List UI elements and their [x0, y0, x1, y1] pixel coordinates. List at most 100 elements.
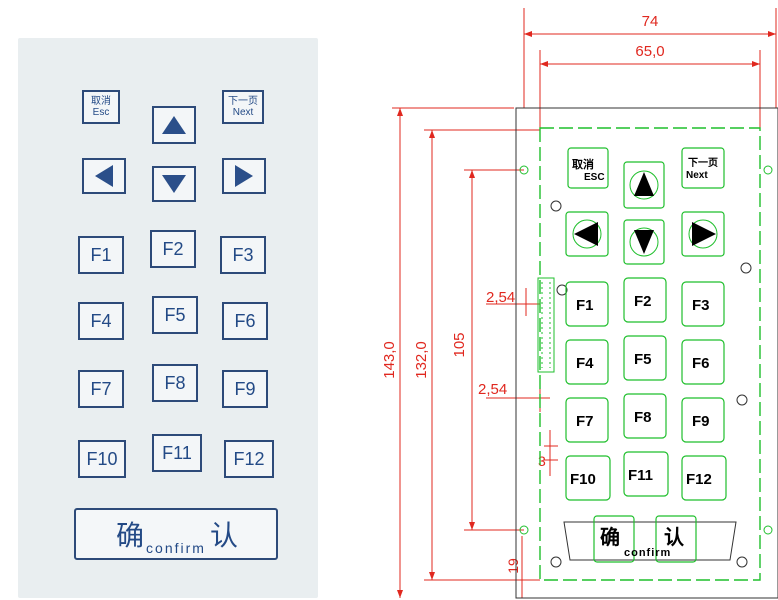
drawing-key-next: [681, 147, 725, 189]
drawing-key-f11: [623, 451, 669, 497]
drawing-key-f12: [681, 455, 727, 501]
drawing-key-down: [623, 219, 665, 265]
drawing-key-f3-label: F3: [692, 297, 710, 314]
key-f4-label: F4: [90, 310, 112, 331]
key-f10-label: F10: [86, 448, 118, 469]
drawing-arrow-right-icon: [692, 222, 716, 246]
dim-65-label: 65,0: [635, 43, 664, 60]
key-f6[interactable]: F6: [222, 302, 268, 340]
drawing-key-f4: [565, 339, 609, 385]
drawing-key-f12-label: F12: [686, 471, 712, 488]
hole-bottom-right: [763, 525, 773, 535]
arrow-down-icon: [162, 175, 186, 193]
drawing-key-next-cn: 下一页: [688, 157, 718, 169]
drawing-confirm-cn-1: 确: [600, 525, 620, 549]
key-down[interactable]: [152, 166, 196, 202]
key-f11[interactable]: F11: [152, 434, 202, 472]
key-f12[interactable]: F12: [224, 440, 274, 478]
drawing-key-f1-label: F1: [576, 297, 594, 314]
drawing-key-f1: [565, 281, 609, 327]
drawing-confirm-cn-2: 认: [664, 525, 685, 549]
dim-74-label: 74: [642, 13, 659, 30]
drawing-key-f2-label: F2: [634, 293, 652, 310]
key-esc-cn: 取消: [91, 96, 111, 107]
key-right[interactable]: [222, 158, 266, 194]
drawing-confirm-en: confirm: [624, 547, 671, 559]
key-f8[interactable]: F8: [152, 364, 198, 402]
drawing-key-up: [623, 161, 665, 209]
key-left[interactable]: [82, 158, 126, 194]
drawing-key-f7-label: F7: [576, 413, 594, 430]
dim-65-arrow-left: [540, 61, 548, 67]
drawing-arrow-left-icon: [574, 222, 598, 246]
drawing-key-esc-en: ESC: [584, 172, 605, 183]
drawing-arrow-down-icon: [634, 230, 654, 254]
key-f10[interactable]: F10: [78, 440, 126, 478]
key-f5[interactable]: F5: [152, 296, 198, 334]
key-f9[interactable]: F9: [222, 370, 268, 408]
drawing-key-f5: [623, 335, 667, 381]
key-esc[interactable]: 取消 Esc: [82, 90, 120, 124]
plate-outline: [515, 107, 778, 599]
mount-hole-1: [550, 200, 562, 212]
drawing-key-left: [565, 211, 609, 257]
key-f5-label: F5: [164, 304, 186, 325]
key-confirm[interactable]: 确 认 confirm: [74, 508, 278, 560]
dim-132-arrow-bottom: [429, 572, 435, 580]
key-f11-label: F11: [162, 442, 192, 463]
drawing-key-left-dome: [572, 219, 602, 249]
mount-hole-6: [736, 556, 748, 568]
dim-132-arrow-top: [429, 130, 435, 138]
confirm-cn-1: 确: [116, 520, 145, 551]
drawing-arrow-up-icon: [634, 172, 654, 196]
key-f9-label: F9: [234, 378, 256, 399]
dim-74-arrow-right: [768, 31, 776, 37]
confirm-en: confirm: [146, 540, 206, 556]
key-up[interactable]: [152, 106, 196, 144]
drawing-key-f5-label: F5: [634, 351, 652, 368]
key-next[interactable]: 下一页 Next: [222, 90, 264, 124]
drawing-key-up-dome: [629, 170, 659, 200]
drawing-key-f6-label: F6: [692, 355, 710, 372]
drawing-key-f2: [623, 277, 667, 323]
dim-143-arrow-top: [397, 108, 403, 116]
mount-hole-4: [736, 394, 748, 406]
key-f1-label: F1: [90, 244, 112, 265]
key-f3[interactable]: F3: [220, 236, 266, 274]
dim-132-label: 132,0: [413, 341, 430, 379]
drawing-key-f6: [681, 339, 725, 385]
drawing-key-f9: [681, 397, 725, 443]
key-f2[interactable]: F2: [150, 230, 196, 268]
drawing-key-esc: [567, 147, 609, 189]
drawing-key-f10: [565, 455, 611, 501]
drawing-key-f8-label: F8: [634, 409, 652, 426]
dim-105-arrow-top: [469, 170, 475, 178]
key-f1[interactable]: F1: [78, 236, 124, 274]
mount-hole-3: [556, 284, 568, 296]
hole-bottom-left: [519, 525, 529, 535]
key-f7[interactable]: F7: [78, 370, 124, 408]
key-f3-label: F3: [232, 244, 254, 265]
key-f8-label: F8: [164, 372, 186, 393]
drawing-key-f3: [681, 281, 725, 327]
key-f7-label: F7: [90, 378, 112, 399]
drawing-confirm-outline: [563, 521, 737, 561]
drawing-key-f11-label: F11: [628, 467, 653, 484]
dim-3-label: 3: [538, 453, 546, 469]
drawing-key-f4-label: F4: [576, 355, 594, 372]
drawing-key-f10-label: F10: [570, 471, 596, 488]
key-f4[interactable]: F4: [78, 302, 124, 340]
keypad-photo: 取消 Esc 下一页 Next F1 F2 F3 F4 F5 F6 F7 F8 …: [18, 38, 318, 598]
drawing-confirm-pad-1: [593, 515, 635, 563]
arrow-right-icon: [235, 165, 253, 187]
dim-65-arrow-right: [752, 61, 760, 67]
arrow-up-icon: [162, 116, 186, 134]
drawing-key-f8: [623, 393, 667, 439]
technical-drawing: 74 65,0 143,0 132,0 105 19 2,54 2,54 3: [381, 8, 778, 599]
mount-hole-5: [550, 556, 562, 568]
drawing-key-esc-cn: 取消: [572, 157, 594, 171]
dim-74-arrow-left: [524, 31, 532, 37]
drawing-key-right-dome: [688, 219, 718, 249]
key-next-en: Next: [232, 107, 254, 118]
key-f12-label: F12: [233, 448, 265, 469]
